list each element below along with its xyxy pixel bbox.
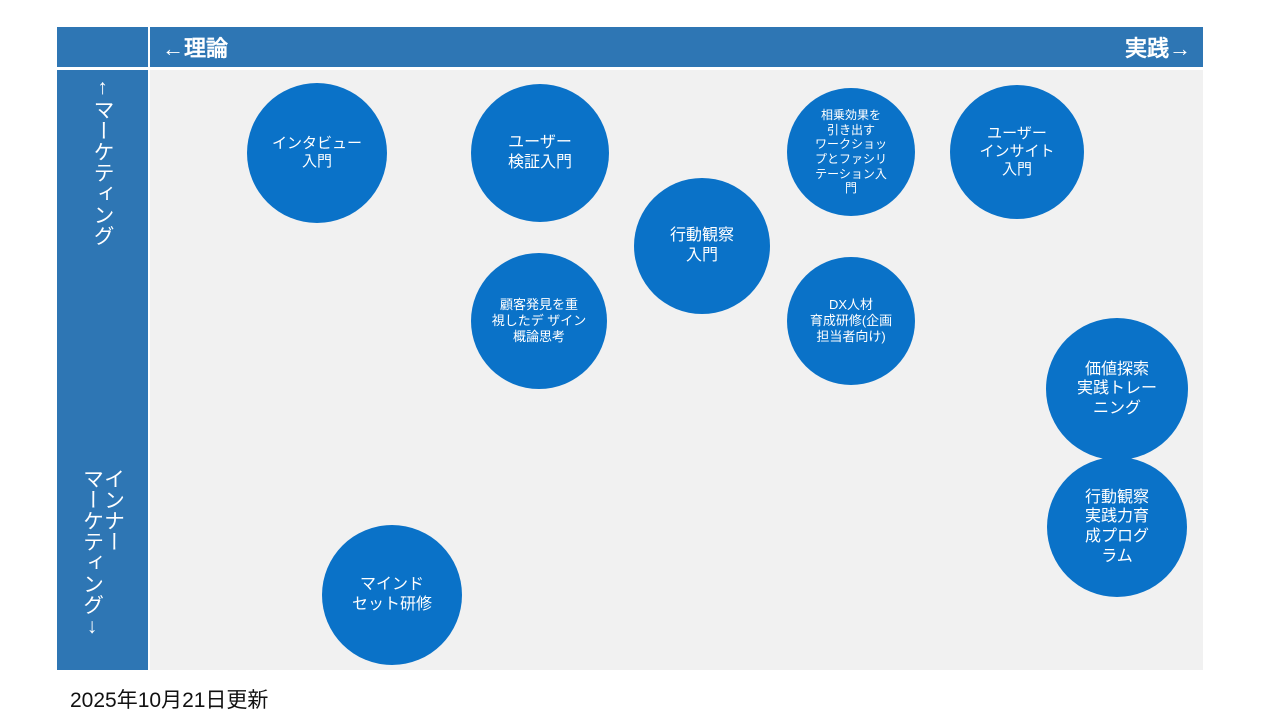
bubble-node[interactable]: 顧客発見を重視したデ ザイン概論思考 xyxy=(471,253,607,389)
axis-label-marketing: ↑マーケティング xyxy=(91,76,114,246)
bubble-node[interactable]: 行動観察実践力育成プログラム xyxy=(1047,457,1187,597)
bubble-node[interactable]: DX人材育成研修(企画担当者向け) xyxy=(787,257,915,385)
bubble-label: ユーザー検証入門 xyxy=(507,134,572,171)
horizontal-axis-bar: ←理論 実践→ xyxy=(150,27,1203,67)
bubble-label: 顧客発見を重視したデ ザイン概論思考 xyxy=(491,297,587,344)
bubble-node[interactable]: ユーザー検証入門 xyxy=(471,84,609,222)
bubble-node[interactable]: 相乗効果を引き出すワークショップとファシリテーション入門 xyxy=(787,88,915,216)
bubble-node[interactable]: 価値探索実践トレーニング xyxy=(1046,318,1188,460)
bubble-label: マインドセット研修 xyxy=(351,576,432,613)
vertical-axis-bar: ↑マーケティング インナー マーケティング↓ xyxy=(57,70,148,670)
axis-label-inner-marketing-line2: マーケティング↓ xyxy=(80,468,104,638)
axis-label-theory: ←理論 xyxy=(162,36,229,61)
footer-update-date: 2025年10月21日更新 xyxy=(70,689,269,712)
axis-label-practice: 実践→ xyxy=(1124,36,1191,61)
bubble-node[interactable]: インタビュー入門 xyxy=(247,83,387,223)
bubble-label: ユーザーインサイト入門 xyxy=(979,124,1055,179)
bubble-node[interactable]: マインドセット研修 xyxy=(322,525,462,665)
bubble-label: 行動観察実践力育成プログラム xyxy=(1084,488,1149,565)
bubble-label: DX人材育成研修(企画担当者向け) xyxy=(809,297,893,344)
bubble-label: インタビュー入門 xyxy=(271,134,362,170)
bubble-label: 相乗効果を引き出すワークショップとファシリテーション入門 xyxy=(814,108,887,196)
axis-label-inner-marketing: インナー マーケティング↓ xyxy=(57,468,148,668)
axis-label-inner-marketing-line1: インナー xyxy=(101,468,125,552)
bubble-node[interactable]: 行動観察入門 xyxy=(634,178,770,314)
axis-corner-stub xyxy=(57,27,148,67)
bubble-node[interactable]: ユーザーインサイト入門 xyxy=(950,85,1084,219)
bubble-label: 価値探索実践トレーニング xyxy=(1076,360,1157,417)
bubble-label: 行動観察入門 xyxy=(669,227,734,264)
plot-area: インタビュー入門 ユーザー検証入門 相乗効果を引き出すワークショップとファシリテーシ… xyxy=(150,70,1203,670)
